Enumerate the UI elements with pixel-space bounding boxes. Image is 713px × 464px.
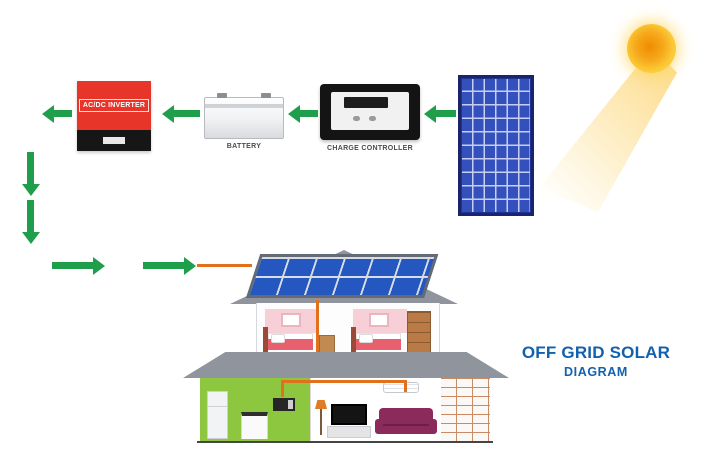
inverter-label: AC/DC INVERTER (78, 99, 150, 112)
brick-wall (441, 378, 490, 441)
inverter-base (77, 130, 151, 151)
solar-panel-cells (462, 79, 530, 212)
bed-left (263, 327, 313, 353)
charge-controller-label: CHARGE CONTROLLER (327, 145, 413, 152)
arrow-down-1 (21, 152, 40, 196)
bed-headboard (263, 327, 268, 353)
window-icon (369, 313, 389, 327)
wardrobe (407, 311, 431, 353)
charge-controller-button (353, 116, 360, 121)
nightstand (319, 335, 335, 353)
living-room (311, 378, 441, 441)
arrow-panel-to-controller (424, 104, 456, 123)
battery-label: BATTERY (226, 143, 262, 150)
ac-dc-inverter: AC/DC INVERTER (77, 81, 151, 151)
sofa-back (379, 408, 433, 422)
house-ground-line (197, 441, 493, 443)
arrowhead-icon (21, 184, 40, 196)
wire-vertical (316, 300, 319, 353)
battery-terminal (217, 93, 227, 98)
charge-controller (320, 84, 420, 140)
microwave-icon (273, 398, 295, 411)
sofa-seat (375, 419, 437, 434)
arrow-right-to-house (143, 256, 196, 275)
bed-pillow (271, 334, 285, 343)
roof-solar-array-cells (249, 257, 435, 295)
arrowhead-icon (21, 232, 40, 244)
window-icon (281, 313, 301, 327)
arrowhead-icon (288, 104, 300, 123)
tv-stand (327, 426, 371, 438)
battery (204, 93, 284, 139)
bedroom-left-wall (265, 309, 319, 333)
wire-to-house (197, 264, 252, 267)
arrowhead-icon (184, 256, 196, 275)
tv-icon (331, 404, 367, 425)
sofa-seam (383, 424, 429, 426)
kitchen (200, 378, 311, 441)
bedroom-right-wall (353, 309, 407, 333)
battery-band (205, 104, 283, 108)
charge-controller-button (369, 116, 376, 121)
diagram-title: OFF GRID SOLAR DIAGRAM (518, 343, 674, 379)
lamp-pole (320, 409, 322, 435)
arrow-right-1 (52, 256, 105, 275)
charge-controller-display (344, 97, 388, 108)
fridge-icon (207, 391, 228, 439)
sun-icon (627, 24, 676, 73)
house-eaves-roof (183, 352, 509, 378)
wire-ceiling (281, 380, 407, 383)
house-upper-floor (256, 303, 440, 355)
air-conditioner-icon (383, 382, 419, 393)
bed-headboard (351, 327, 356, 353)
title-line-2: DIAGRAM (564, 365, 628, 379)
inverter-nameplate (103, 137, 125, 144)
arrow-battery-to-inverter (162, 104, 200, 123)
solar-panel (458, 75, 534, 216)
house-ground-floor (200, 378, 490, 441)
battery-terminal (261, 93, 271, 98)
title-line-1: OFF GRID SOLAR (521, 343, 671, 362)
arrowhead-icon (162, 104, 174, 123)
arrow-controller-to-battery (288, 104, 318, 123)
wire-drop-ac (404, 380, 407, 392)
charge-controller-faceplate (331, 92, 409, 130)
roof-solar-array (246, 254, 439, 298)
bed-right (351, 327, 401, 353)
arrow-inverter-out (42, 104, 72, 123)
lamp-icon (315, 400, 327, 409)
arrowhead-icon (93, 256, 105, 275)
bed-blanket (268, 339, 313, 350)
wire-drop-kitchen (281, 380, 284, 397)
sofa (375, 408, 437, 440)
arrow-down-2 (21, 200, 40, 244)
bed-blanket (356, 339, 401, 350)
inverter-front: AC/DC INVERTER (77, 81, 151, 130)
arrowhead-icon (42, 104, 54, 123)
stove-icon (241, 412, 268, 439)
arrowhead-icon (424, 104, 436, 123)
bed-pillow (359, 334, 373, 343)
